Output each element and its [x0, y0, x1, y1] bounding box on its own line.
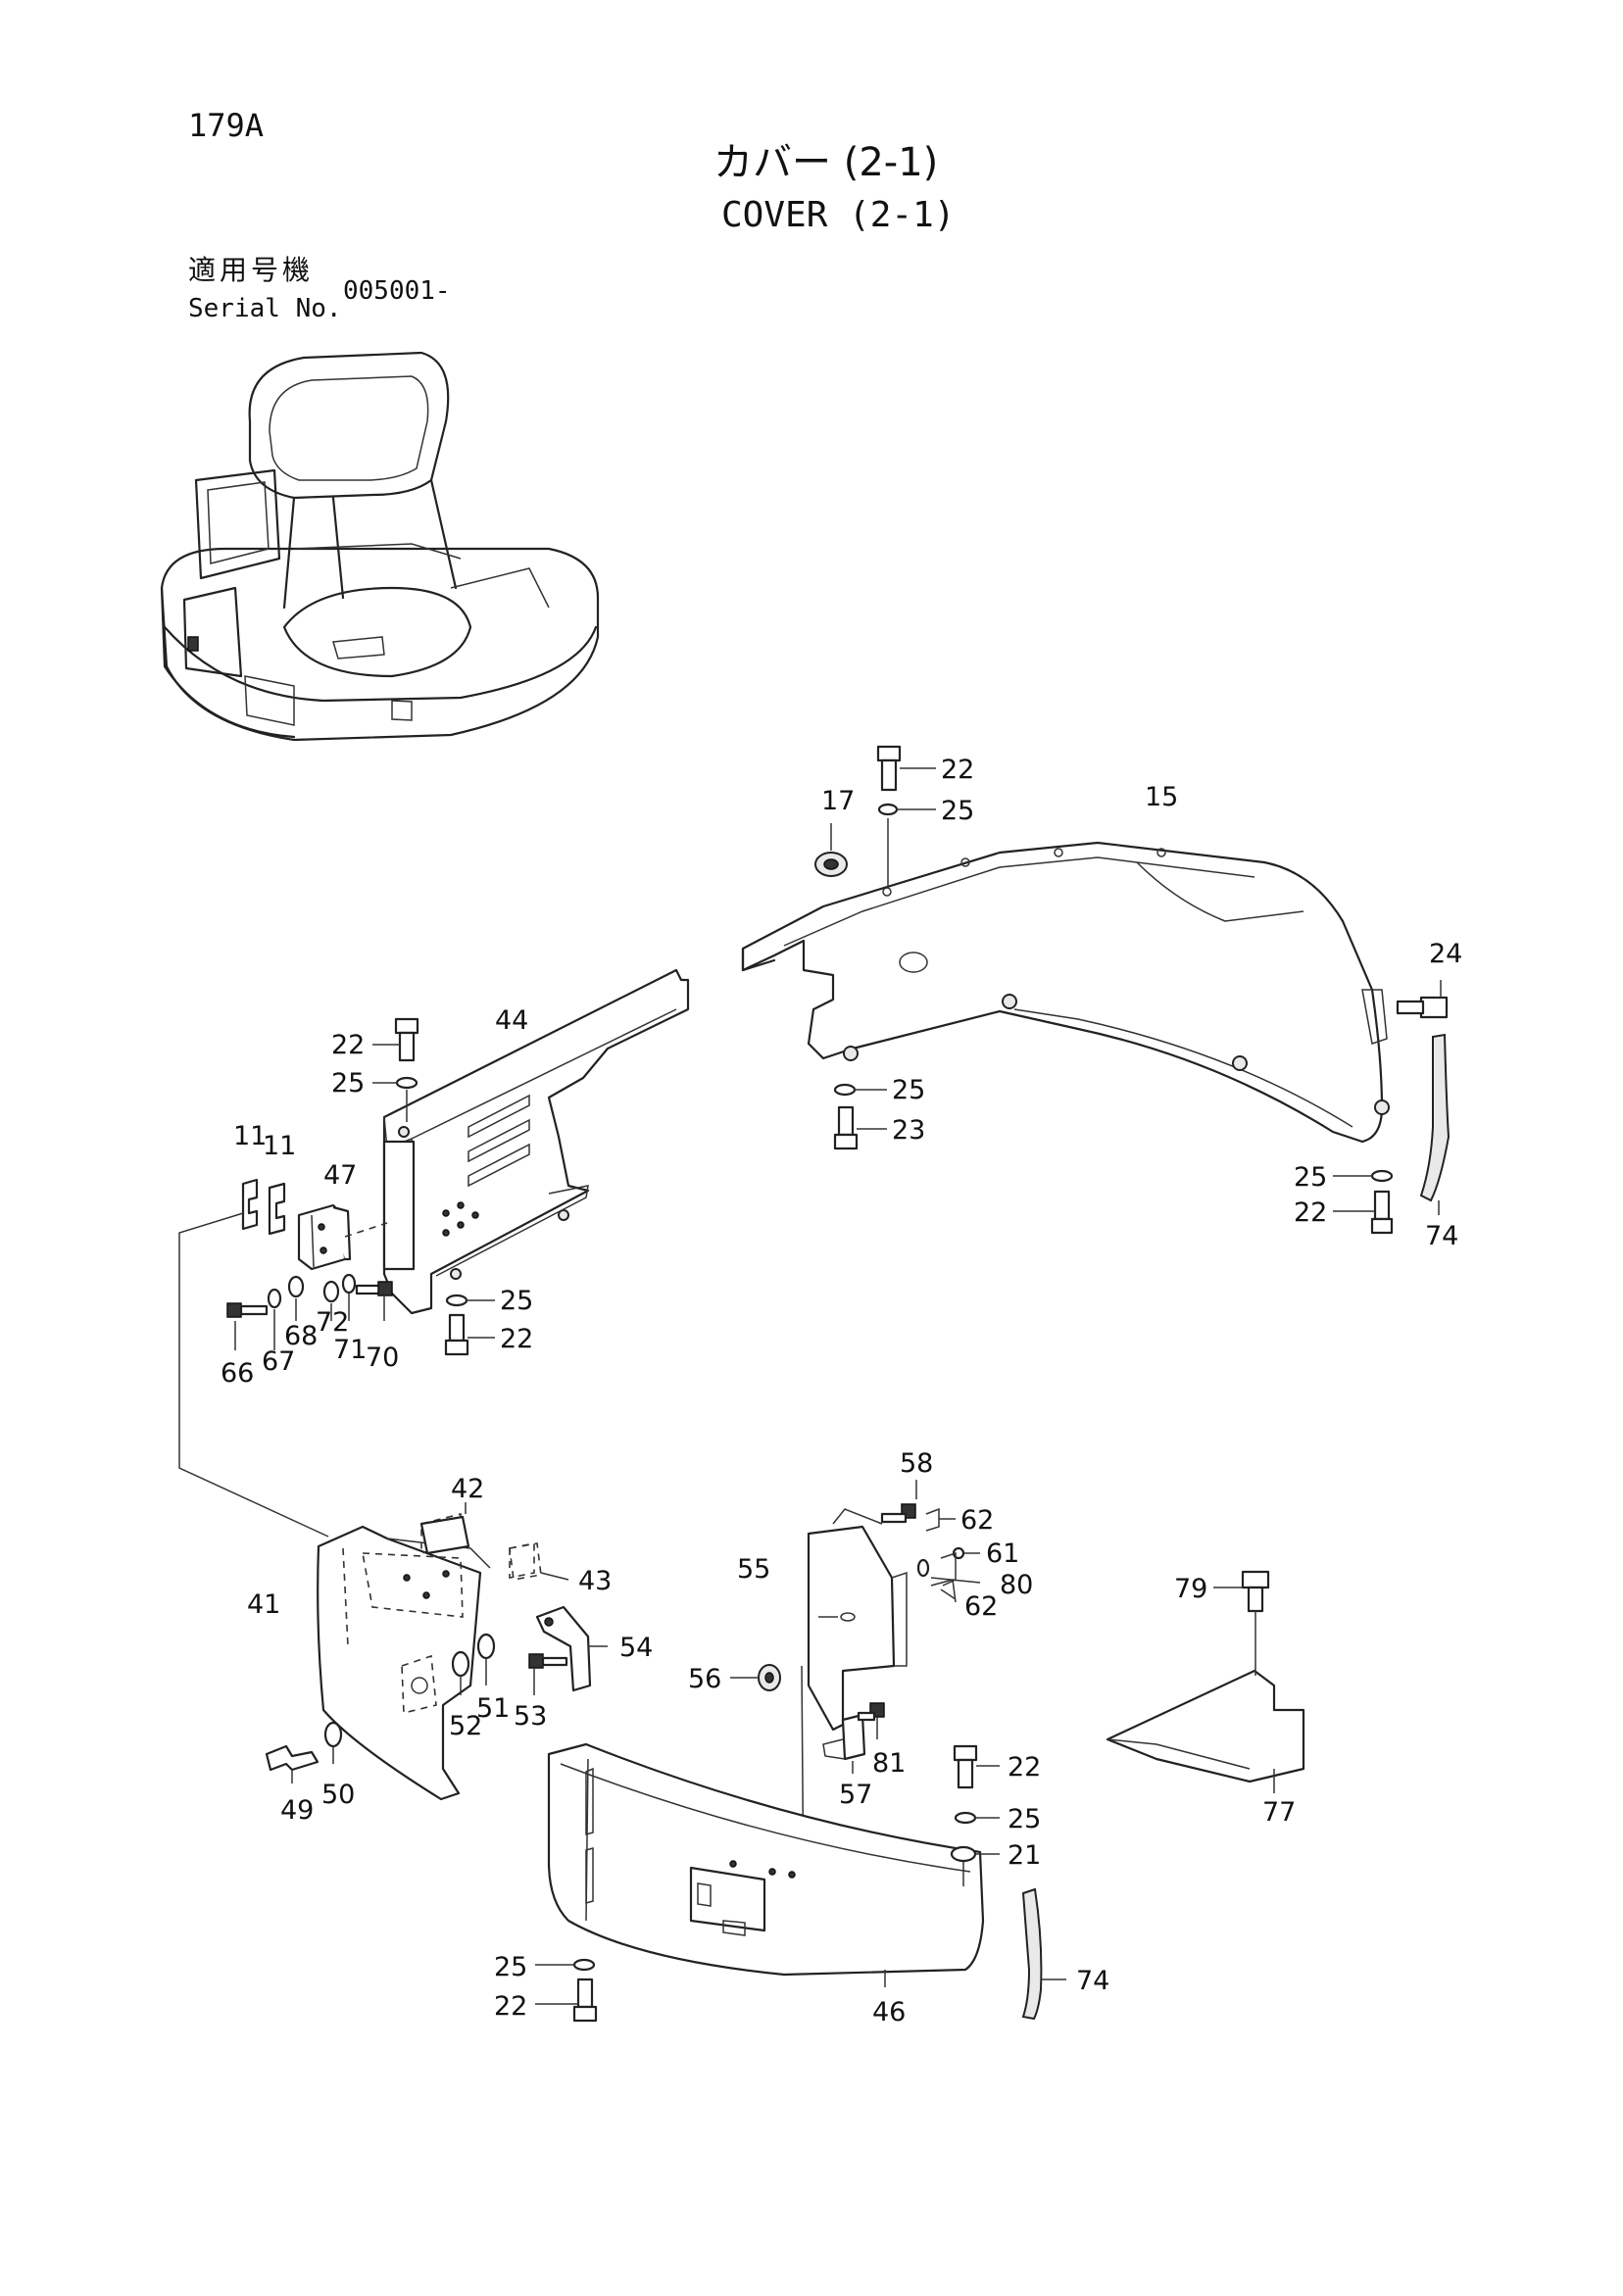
part-15-side-cover — [741, 841, 1390, 1144]
callout-25: 25 — [1008, 1804, 1041, 1834]
serial-label-japanese: 適用号機 — [188, 254, 315, 286]
bolt-22-top — [876, 745, 936, 887]
callout-72: 72 — [316, 1307, 349, 1338]
callout-80: 80 — [1000, 1570, 1033, 1600]
callout-71: 71 — [333, 1335, 367, 1365]
callout-62: 62 — [964, 1591, 998, 1622]
callout-22: 22 — [941, 755, 974, 785]
callout-57: 57 — [839, 1780, 872, 1810]
callout-22: 22 — [1008, 1752, 1041, 1783]
callout-51: 51 — [476, 1693, 510, 1724]
callout-11: 11 — [263, 1131, 296, 1161]
callout-43: 43 — [578, 1566, 612, 1596]
callout-81: 81 — [872, 1748, 906, 1779]
serial-number-value: 005001- — [343, 276, 451, 306]
part-77-floor-plate — [1106, 1570, 1305, 1793]
callout-24: 24 — [1429, 939, 1462, 969]
callout-62: 62 — [960, 1505, 994, 1536]
part-46-rear-cover — [547, 1742, 985, 1987]
part-17-grommet — [814, 823, 848, 877]
part-74-seal-lower — [1021, 1887, 1066, 2021]
bolt-24 — [1396, 980, 1449, 1019]
page-code: 179A — [188, 107, 265, 144]
part-49-wing-bolt — [265, 1721, 343, 1783]
bolt-22-upper-left — [372, 1017, 419, 1122]
callout-74: 74 — [1076, 1966, 1109, 1996]
callout-15: 15 — [1145, 782, 1178, 812]
callout-25: 25 — [892, 1075, 925, 1105]
callout-labels: 22 25 17 15 24 25 23 25 22 74 44 22 25 1… — [221, 755, 1462, 2027]
part-56-grommet — [730, 1664, 781, 1691]
callout-25: 25 — [941, 796, 974, 826]
part-41-front-cover — [317, 1512, 535, 1801]
callout-50: 50 — [321, 1780, 355, 1810]
callout-54: 54 — [619, 1633, 653, 1663]
leader-line-11-41 — [178, 1212, 329, 1538]
callout-23: 23 — [892, 1115, 925, 1146]
part-57-bracket — [801, 1665, 885, 1912]
callout-44: 44 — [495, 1005, 528, 1036]
callout-56: 56 — [688, 1664, 721, 1694]
title-english: COVER (2-1) — [721, 195, 956, 235]
parts-42-43-labels — [419, 1502, 569, 1581]
bolt-22-rear-right — [950, 1744, 1000, 1886]
callout-49: 49 — [280, 1795, 314, 1826]
callout-25: 25 — [494, 1952, 527, 1982]
serial-label-english: Serial No. — [188, 294, 342, 323]
callout-42: 42 — [451, 1474, 484, 1504]
callout-53: 53 — [514, 1701, 547, 1732]
callout-22: 22 — [1294, 1197, 1327, 1228]
bolt-22-under-bracket — [444, 1294, 495, 1356]
part-54-hinge — [451, 1605, 608, 1695]
callout-70: 70 — [366, 1343, 399, 1373]
part-55-plate — [807, 1480, 981, 1732]
hardware-row-66-70 — [226, 1273, 393, 1350]
machine-overview-illustration — [160, 351, 600, 742]
callout-25: 25 — [500, 1286, 533, 1316]
callout-25: 25 — [1294, 1162, 1327, 1193]
part-11-clips — [241, 1178, 286, 1236]
bolt-22-rear-left — [535, 1958, 598, 2023]
callout-79: 79 — [1174, 1574, 1207, 1604]
part-47-hinge — [297, 1203, 388, 1271]
callout-21: 21 — [1008, 1840, 1041, 1871]
callout-55: 55 — [737, 1554, 770, 1585]
callout-41: 41 — [247, 1589, 280, 1620]
part-44-bracket — [382, 968, 690, 1315]
callout-77: 77 — [1262, 1797, 1296, 1828]
callout-66: 66 — [221, 1358, 254, 1389]
part-74-seal-upper — [1419, 1033, 1451, 1215]
callout-22: 22 — [331, 1030, 365, 1060]
callout-11: 11 — [233, 1121, 267, 1151]
callout-68: 68 — [284, 1321, 318, 1351]
callout-17: 17 — [821, 786, 855, 816]
callout-22: 22 — [500, 1324, 533, 1354]
bolt-23-lower — [833, 1083, 887, 1150]
callout-67: 67 — [262, 1346, 295, 1377]
callout-25: 25 — [331, 1068, 365, 1099]
callout-58: 58 — [900, 1448, 933, 1479]
callout-46: 46 — [872, 1997, 906, 2027]
callout-22: 22 — [494, 1991, 527, 2022]
bolt-22-right — [1333, 1169, 1394, 1235]
callout-74: 74 — [1425, 1221, 1458, 1251]
title-japanese: カバー (2-1) — [713, 140, 939, 185]
callout-47: 47 — [323, 1160, 357, 1191]
callout-52: 52 — [449, 1711, 482, 1741]
callout-61: 61 — [986, 1539, 1019, 1569]
